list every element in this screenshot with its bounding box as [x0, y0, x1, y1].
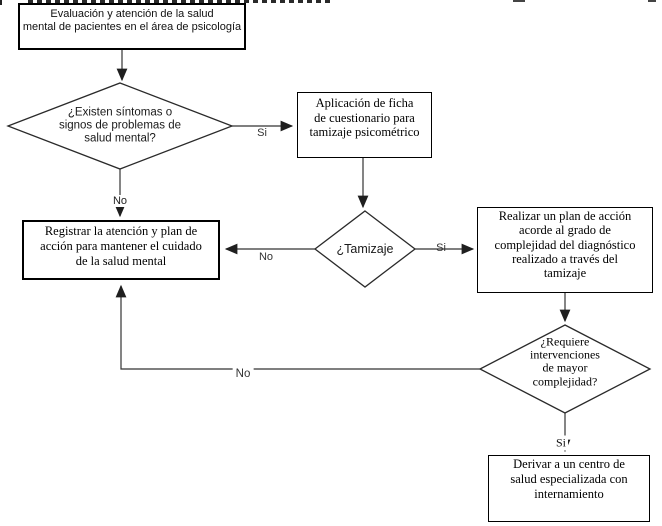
decision-tamizaje-diamond [313, 210, 417, 288]
decision-symptoms-label: ¿Existen síntomas o signos de problemas … [40, 107, 200, 146]
decision-complexity-diamond [478, 324, 652, 414]
cropped-text-fragments [513, 0, 525, 2]
action-plan-line: acorde al grado de [519, 223, 611, 238]
decision-symptoms-line: ¿Existen síntomas o [67, 106, 173, 119]
decision-complexity-label: ¿Requiere intervenciones de mayor comple… [509, 334, 621, 389]
apply-questionnaire-line: de cuestionario para [314, 110, 415, 125]
decision-complexity-line: complejidad? [532, 374, 598, 389]
register-attention-line: de la salud mental [75, 254, 167, 268]
edge-label-tamizaje-no: No [258, 251, 274, 263]
decision-symptoms-line: salud mental? [84, 132, 156, 145]
decision-symptoms-diamond [6, 82, 234, 170]
edge-label-complexity-si: Si [553, 435, 569, 451]
edge-label-tamizaje-si: Si [436, 242, 446, 254]
action-plan-line: realizado a través del [512, 251, 618, 266]
decision-tamizaje-label: ¿Tamizaje [310, 242, 420, 256]
edge-label-symptoms-si: Si [257, 127, 267, 139]
decision-symptoms-line: signos de problemas de [58, 119, 182, 132]
action-plan-line: Realizar un plan de acción [498, 209, 632, 223]
action-plan-line: tamizaje [543, 266, 587, 281]
cropped-text-fragments [648, 0, 656, 2]
action-plan-line: complejidad del diagnóstico [494, 237, 636, 252]
decision-complexity-line: ¿Requiere [540, 334, 590, 349]
action-plan-box: Realizar un plan de acción acorde al gra… [477, 207, 653, 293]
cropped-text-fragments [0, 0, 2, 5]
register-attention-box: Registrar la atención y plan de acción p… [22, 220, 220, 280]
connector-complexity-no-to-register [115, 284, 480, 370]
apply-questionnaire-box: Aplicación de ficha de cuestionario para… [297, 92, 432, 158]
edge-label-complexity-no: No [232, 367, 254, 381]
start-box-line: mental de pacientes en el área de psicol… [22, 20, 242, 33]
refer-center-line: internamiento [534, 487, 604, 501]
refer-center-line: Derivar a un centro de [513, 457, 625, 471]
register-attention-line: acción para mantener el cuidado [40, 239, 202, 253]
decision-tamizaje-line: ¿Tamizaje [336, 242, 394, 256]
register-attention-line: Registrar la atención y plan de [44, 224, 198, 238]
start-box-line: Evaluación y atención de la salud [50, 8, 214, 20]
refer-center-line: salud especializada con [510, 472, 628, 486]
apply-questionnaire-line: Aplicación de ficha [315, 96, 414, 110]
edge-label-symptoms-no: No [110, 195, 130, 207]
cropped-text-fragments [28, 0, 332, 3]
decision-complexity-line: de mayor [542, 361, 588, 375]
start-box: Evaluación y atención de la salud mental… [18, 3, 246, 50]
decision-complexity-line: intervenciones [530, 347, 600, 362]
apply-questionnaire-line: tamizaje psicométrico [309, 125, 420, 139]
refer-center-box: Derivar a un centro de salud especializa… [488, 455, 650, 522]
